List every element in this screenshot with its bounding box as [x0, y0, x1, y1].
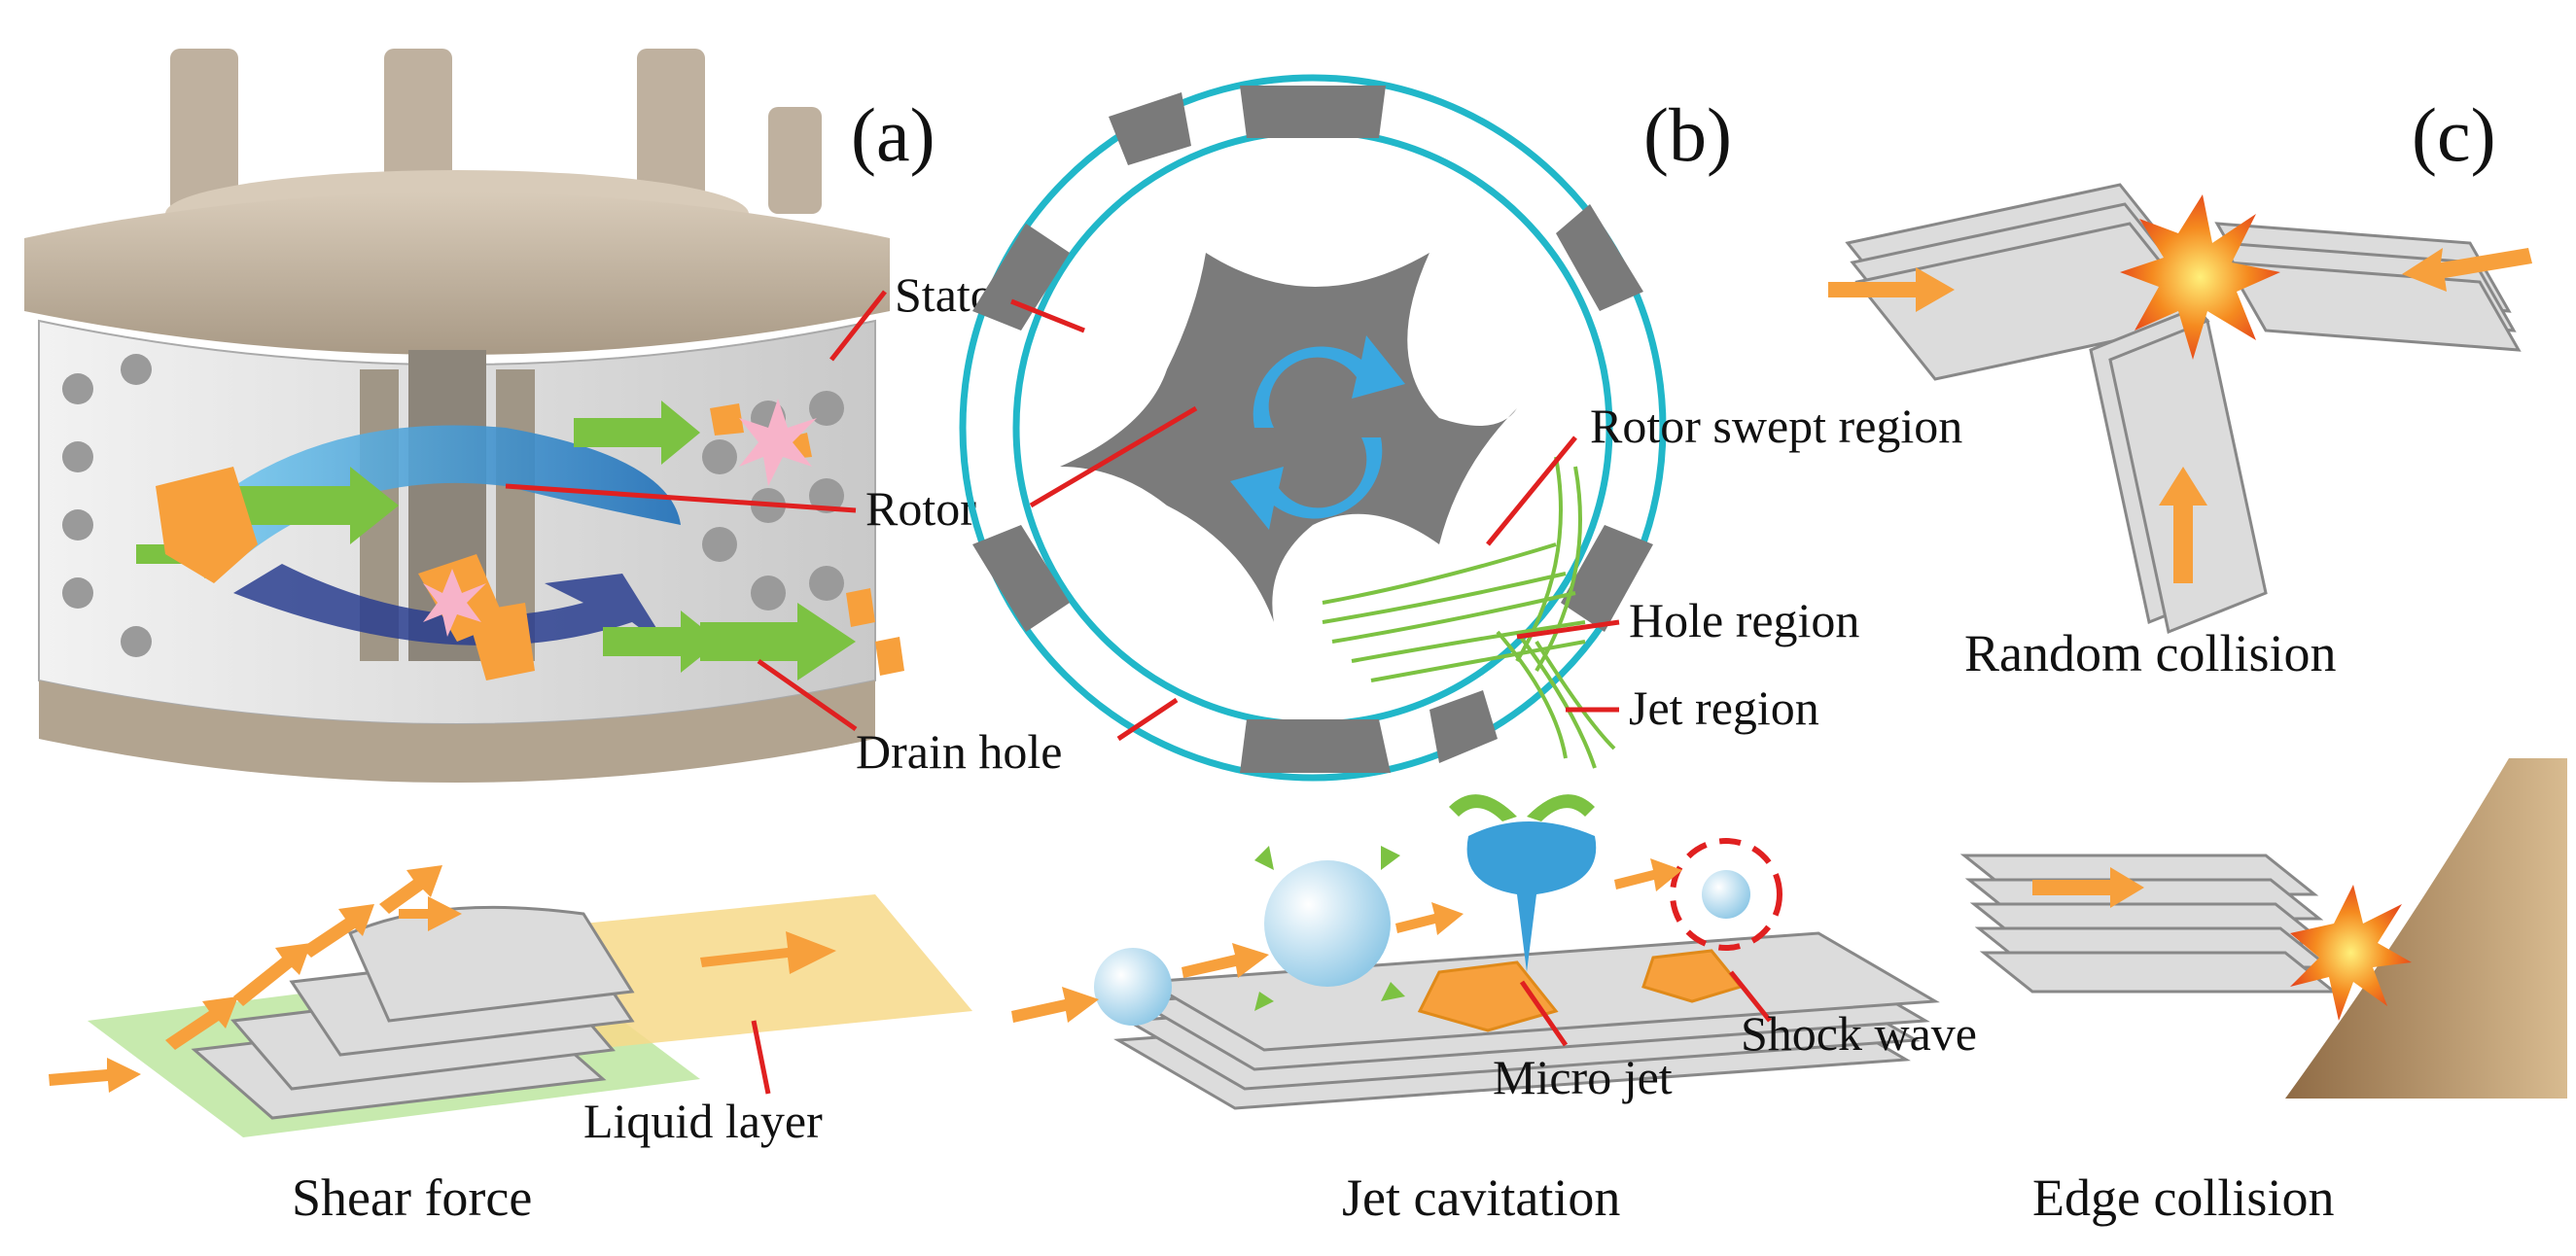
collision-burst-icon	[423, 399, 817, 637]
swirl-flow-arrow	[233, 564, 671, 651]
sheet-stack-bottom	[2089, 308, 2268, 635]
panel-label-a: (a)	[851, 92, 935, 177]
shear-force-caption: Shear force	[292, 1169, 532, 1227]
collision-burst-icon	[2290, 885, 2412, 1021]
rotor-leader-line	[505, 483, 857, 513]
panel-label-c: (c)	[2412, 92, 2496, 177]
panel-c-random-collision: Random collision (c)	[1828, 92, 2532, 682]
drain-hole-b-leader-line	[1116, 697, 1179, 742]
rotor-swept-region-label: Rotor swept region	[1590, 399, 1962, 453]
sheet-stack-edge	[1959, 854, 2339, 994]
flow-arrow-right-icon	[1828, 248, 2532, 583]
stator-segments	[972, 86, 1653, 773]
flow-arrow-right-icon	[49, 865, 836, 1093]
flow-arrow-right-icon	[2032, 867, 2144, 908]
stator-leader-line	[829, 290, 887, 362]
rotor-cross-leader-line	[1029, 405, 1198, 508]
drain-hole-leader-line	[757, 658, 858, 732]
wall	[2285, 758, 2567, 1099]
flow-arrow-right-icon	[1011, 858, 1682, 1023]
micro-jet-leader-line	[1519, 980, 1569, 1047]
jet-region-label: Jet region	[1629, 680, 1819, 735]
hole-region-label: Hole region	[1629, 593, 1859, 647]
radial-flow-arrows	[136, 401, 856, 680]
shear-force-illustration: Liquid layer Shear force	[49, 865, 972, 1227]
liquid-layer-leader-line	[751, 1020, 771, 1095]
shock-wave-leader-line	[1729, 970, 1772, 1023]
liquid-layer-label: Liquid layer	[583, 1094, 823, 1148]
rotor-label: Rotor	[865, 481, 976, 536]
sheet-stack-right	[2214, 222, 2522, 352]
hole-region-leader-line	[1516, 619, 1620, 640]
stator-top-flange	[24, 192, 890, 355]
small-bubble	[1094, 948, 1172, 1026]
panel-b-cross-section: Rotor swept region Hole region Jet regio…	[959, 74, 1962, 782]
shock-wave-label: Shock wave	[1741, 1006, 1977, 1061]
edge-collision-illustration: Edge collision	[1959, 758, 2567, 1227]
stator-bottom-flange	[39, 680, 875, 783]
edge-collision-caption: Edge collision	[2032, 1169, 2334, 1227]
collapsing-bubble	[1702, 870, 1750, 919]
stator-outer-ring	[959, 74, 1667, 782]
random-collision-caption: Random collision	[1964, 624, 2336, 682]
micro-jet-label: Micro jet	[1493, 1050, 1673, 1104]
swirl-flow-arrow	[165, 425, 681, 574]
rotation-circular-arrows-icon	[1230, 335, 1405, 530]
collision-burst-icon	[2120, 194, 2280, 360]
panel-a-homogenizer: Stator Rotor Drain hole (a)	[24, 49, 1062, 783]
rotor-swept-leader-line	[1486, 436, 1577, 546]
stator-ring-leader-line	[1010, 298, 1085, 333]
rotor-cross	[1060, 253, 1517, 622]
jet-cavitation-caption: Jet cavitation	[1342, 1169, 1620, 1227]
micro-jet-droplet	[1466, 821, 1597, 972]
drain-hole-label: Drain hole	[856, 724, 1062, 779]
large-bubble	[1264, 860, 1391, 987]
sheet-stack-shear	[191, 905, 635, 1120]
shock-wave-ring	[1670, 838, 1782, 951]
jet-cavitation-illustration: Micro jet Shock wave Jet cavitation	[1011, 794, 1977, 1227]
panel-label-b: (b)	[1643, 92, 1732, 177]
shock-wave-plates	[1417, 949, 1744, 1032]
collapse-arrows	[1254, 794, 1595, 1011]
